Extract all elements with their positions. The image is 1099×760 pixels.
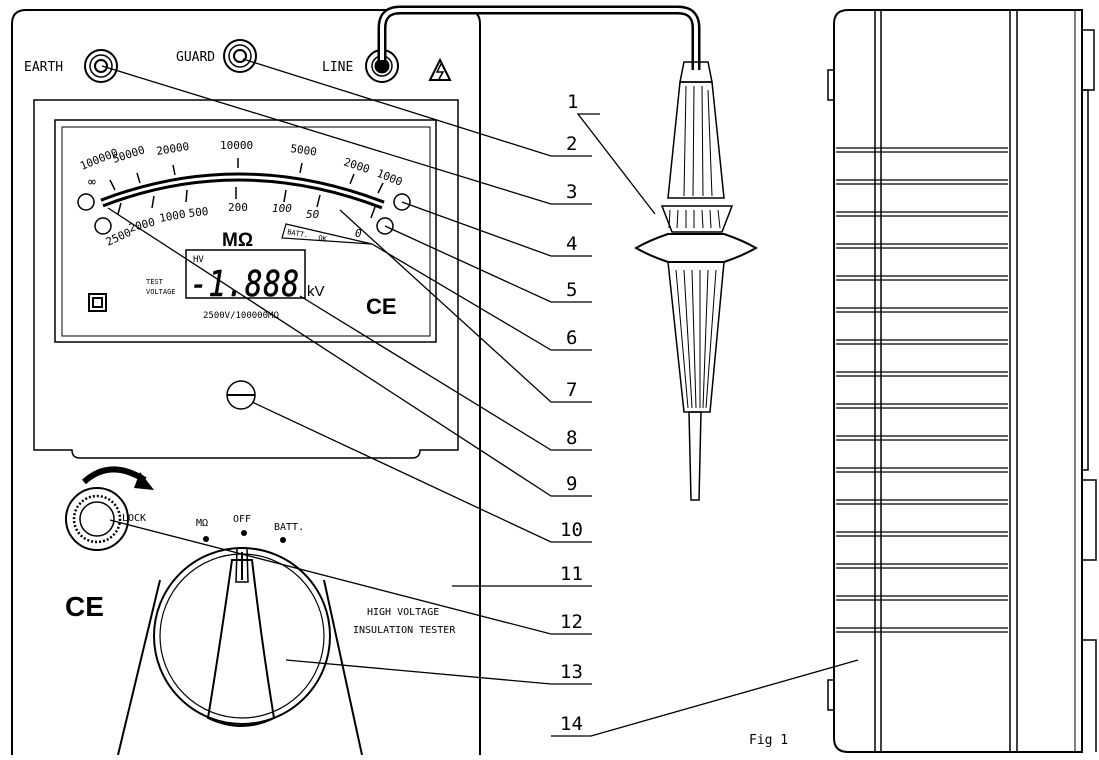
callout-2: 2 [566,133,577,155]
switch-position-dots [203,530,286,543]
guard-terminal[interactable] [223,39,257,73]
double-insulation-icon [88,293,107,312]
zero-adjust-screw[interactable] [226,380,256,410]
product-name-line2: INSULATION TESTER [353,625,456,636]
callout-3: 3 [566,181,577,203]
test-voltage-label-1: TEST [146,278,164,286]
callout-6: 6 [566,327,577,349]
callout-13: 13 [560,661,583,683]
figure-label: Fig 1 [749,733,788,748]
resistance-unit-label: MΩ [222,230,253,251]
test-probe [633,61,759,501]
ce-mark-panel: CE [65,591,104,622]
scale-label-100: 100 [272,202,292,215]
scale-label-1000-low: 1000 [158,208,186,225]
lock-rotate-arrow-icon [81,466,154,490]
scale-label-infinity: ∞ [88,175,96,190]
scale-label-200: 200 [228,201,248,214]
guard-label: GUARD [176,50,215,65]
switch-mohm-label: MΩ [196,518,208,529]
meter-scale-arc [100,172,385,210]
ce-mark-meter: CE [366,294,397,319]
lock-button[interactable] [65,487,129,551]
earth-label: EARTH [24,60,63,75]
scale-label-20000: 20000 [155,140,190,158]
test-voltage-label-2: VOLTAGE [146,288,176,296]
line-label: LINE [322,60,353,75]
callout-14: 14 [560,713,583,735]
callout-8: 8 [566,427,577,449]
product-name-line1: HIGH VOLTAGE [367,607,439,618]
scale-label-2000-low: 2000 [127,215,156,234]
callout-leader-lines [101,58,859,737]
callout-1: 1 [567,91,578,113]
callout-12: 12 [560,611,583,633]
test-lead-cable [377,5,701,70]
side-grip-ribs [836,147,1008,633]
battery-batt-label: BATT. [287,228,309,240]
callout-9: 9 [566,473,577,495]
scale-label-50: 50 [306,208,320,221]
callout-11: 11 [560,563,583,585]
callout-7: 7 [566,379,577,401]
lcd-hv-label: HV [193,255,204,265]
switch-batt-label: BATT. [274,522,304,533]
rotary-function-switch[interactable] [117,547,363,756]
callout-5: 5 [566,279,577,301]
scale-label-2000: 2000 [342,155,371,176]
scale-label-50000: 50000 [111,143,147,166]
scale-label-10000: 10000 [220,139,253,152]
lcd-digits: -1.888 [190,264,300,305]
battery-ok-label: OK [318,234,328,243]
lcd-unit-kv: kV [307,283,325,300]
callout-4: 4 [566,233,577,255]
scale-label-0: 0 [355,227,362,240]
high-voltage-warning-icon [428,57,452,81]
switch-off-label: OFF [233,514,251,525]
callout-10: 10 [560,519,583,541]
scale-ticks [109,158,384,219]
scale-label-500: 500 [188,205,209,220]
front-panel [11,9,481,755]
range-label: 2500V/100000MΩ [203,311,279,321]
scale-label-5000: 5000 [290,142,318,159]
earth-terminal[interactable] [84,49,118,83]
battery-ok-indicator [281,223,373,245]
side-view [827,9,1097,753]
lock-label: LOCK [122,513,146,524]
scale-label-1000: 1000 [375,167,404,189]
